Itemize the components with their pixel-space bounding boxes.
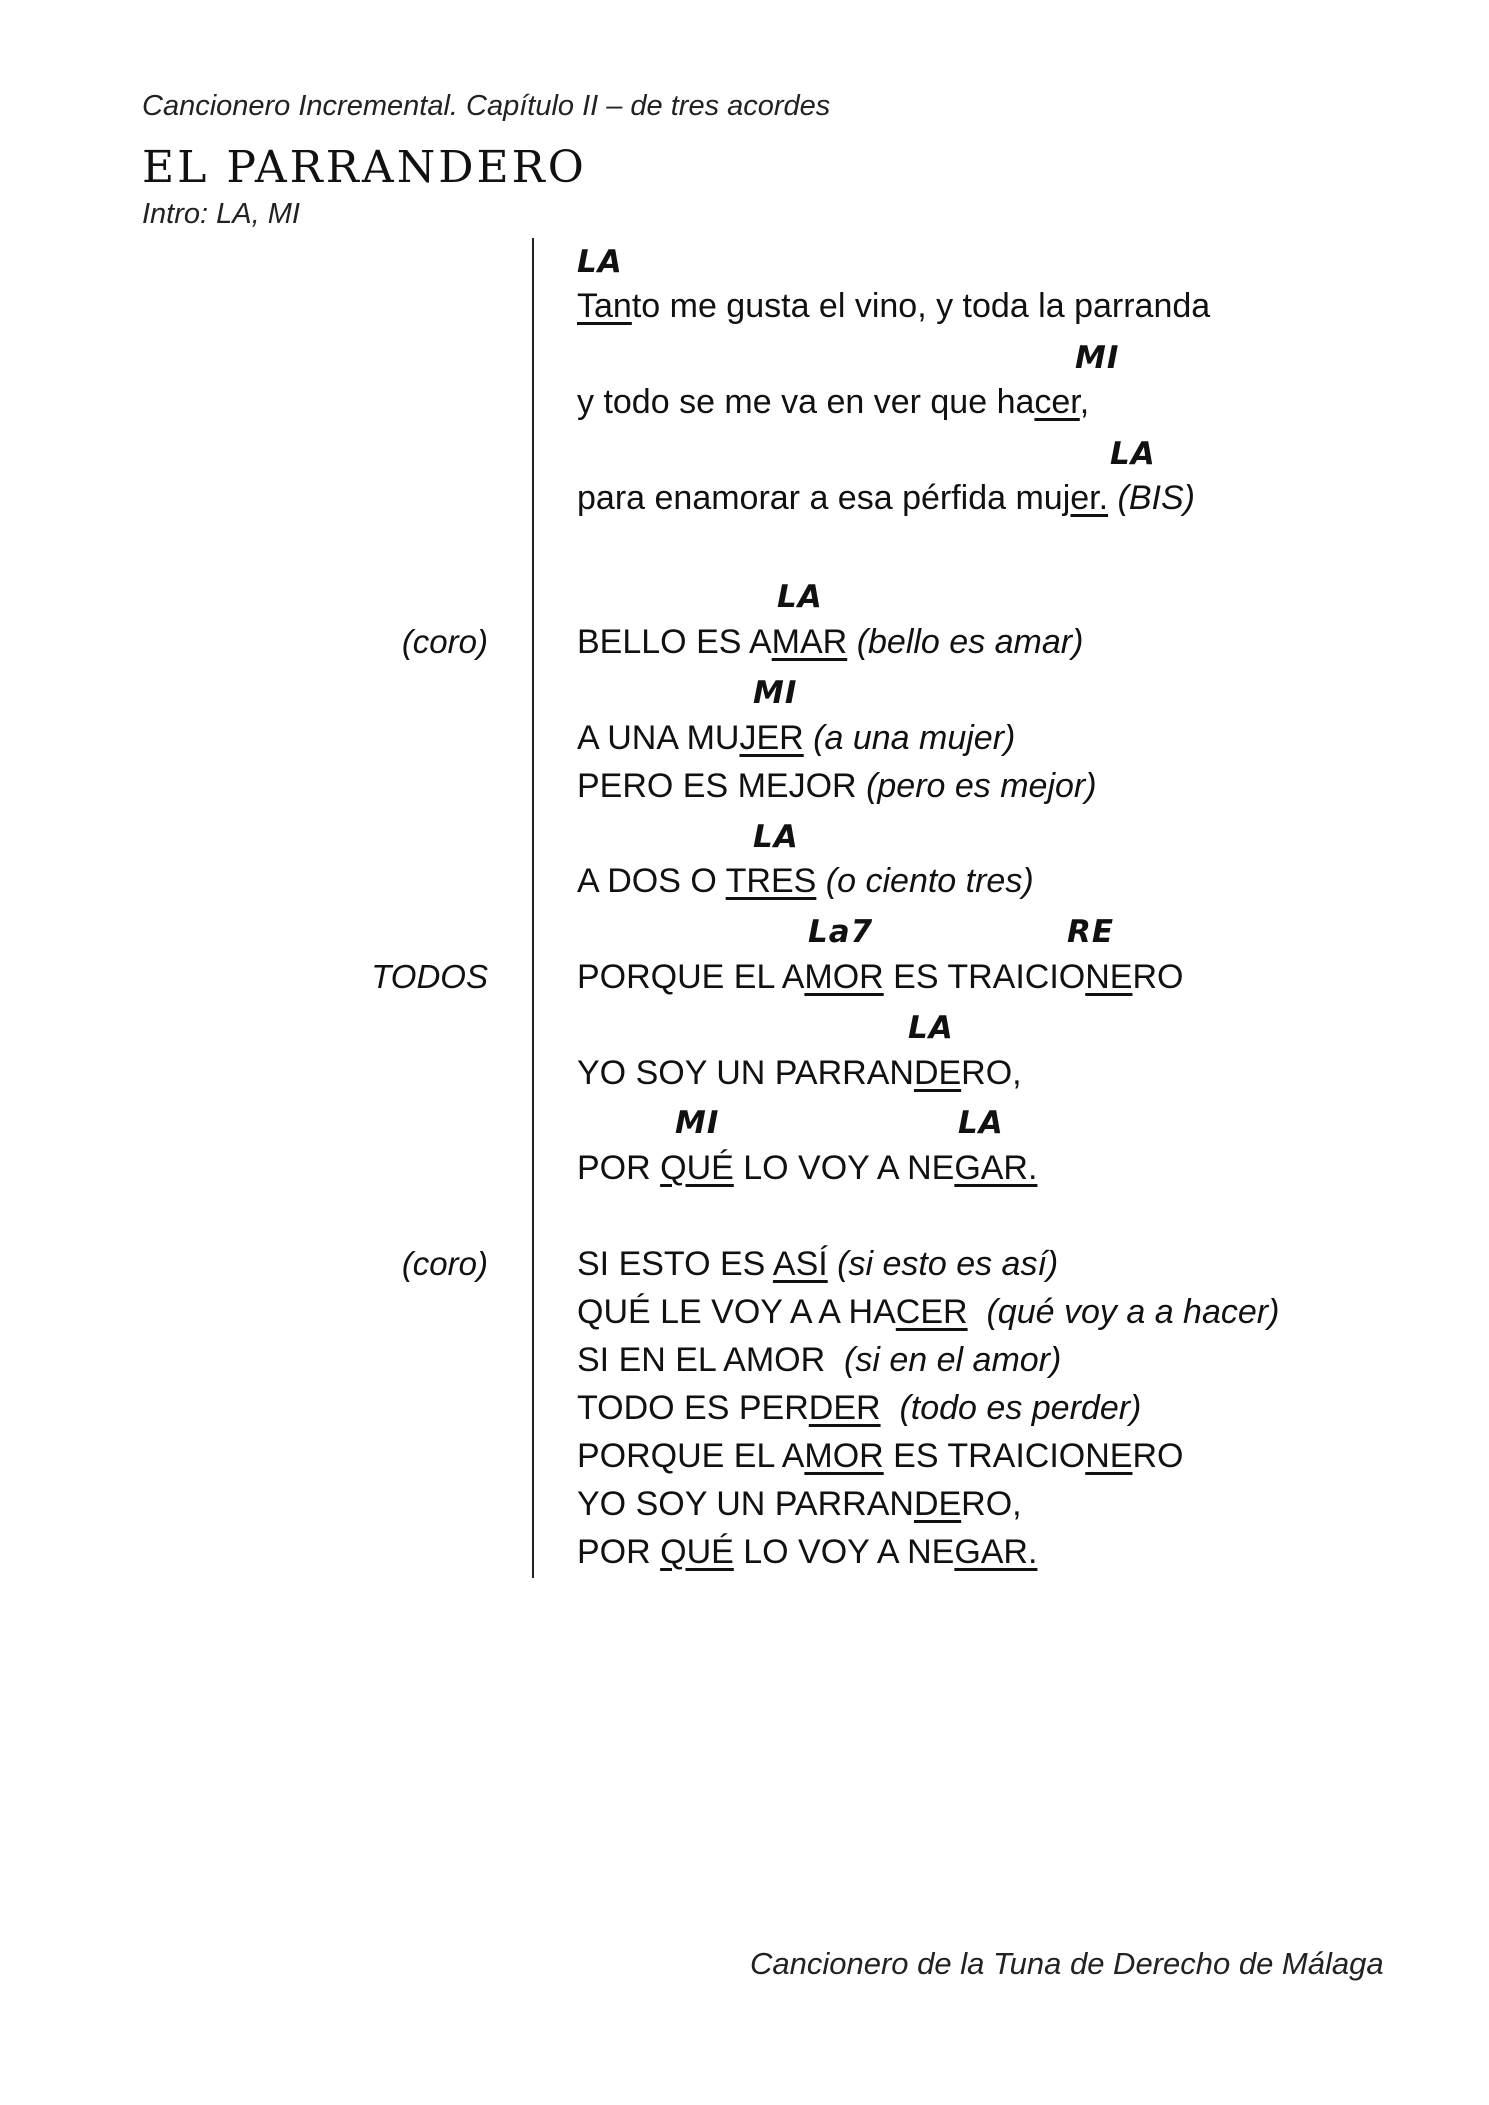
lyric-line: BELLO ES AMAR (bello es amar) (577, 623, 1083, 662)
song-title: EL PARRANDERO (142, 142, 587, 193)
lyric-text: to me gusta el vino, y toda la parranda (631, 287, 1211, 325)
page-footer: Cancionero de la Tuna de Derecho de Mála… (750, 1946, 1384, 1981)
lyric-echo: (si esto es así) (837, 1245, 1059, 1283)
intro-chords: Intro: LA, MI (142, 198, 300, 230)
lyric-text: SI EN EL AMOR (577, 1341, 845, 1379)
lyric-stressed: GAR. (954, 1533, 1038, 1571)
lyric-stressed: jer. (1062, 479, 1109, 517)
lyric-text: PERO ES MEJOR (577, 767, 867, 805)
lyric-text (1108, 479, 1117, 517)
lyric-text (804, 719, 813, 757)
lyric-text: LO VOY A NE (733, 1533, 955, 1571)
lyric-echo: (o ciento tres) (825, 862, 1034, 900)
lyric-line: PERO ES MEJOR (pero es mejor) (577, 767, 1097, 806)
chord: LA (753, 819, 799, 855)
lyric-text: A DOS O (577, 862, 726, 900)
lyric-text (968, 1293, 987, 1331)
lyric-stressed: NE (1085, 1437, 1133, 1475)
lyric-line: SI ESTO ES ASÍ (si esto es así) (577, 1245, 1058, 1284)
lyric-text: y todo se me va en ver que ha (577, 383, 1035, 421)
side-label-coro: (coro) (401, 1245, 488, 1282)
lyric-echo: (qué voy a a hacer) (986, 1293, 1280, 1331)
lyric-line: Tanto me gusta el vino, y toda la parran… (577, 287, 1210, 326)
lyric-echo: (bello es amar) (856, 623, 1084, 661)
lyric-text: ES TRAICIO (883, 958, 1086, 996)
column-divider (532, 238, 534, 1578)
lyric-text: SI ESTO ES (577, 1245, 773, 1283)
lyric-text (881, 1389, 900, 1427)
lyric-stressed: TRES (725, 862, 817, 900)
chord: RE (1067, 914, 1115, 950)
lyric-text: RO, (961, 1485, 1022, 1523)
lyric-echo: (a una mujer) (813, 719, 1016, 757)
lyric-line: A UNA MUJER (a una mujer) (577, 719, 1015, 758)
lyric-stressed: MOR (804, 958, 884, 996)
lyric-text: POR (577, 1149, 661, 1187)
lyric-stressed: MAR (771, 623, 848, 661)
chord: MI (753, 675, 798, 711)
chord: La7 (808, 914, 874, 950)
lyric-text: YO SOY UN PARRAN (577, 1054, 914, 1092)
lyric-stressed: GAR. (954, 1149, 1038, 1187)
lyric-text: para enamorar a esa pérfida mu (577, 479, 1063, 517)
lyric-stressed: MOR (804, 1437, 884, 1475)
lyric-text: QUÉ LE VOY A A HA (577, 1293, 896, 1331)
chord: LA (777, 579, 823, 615)
lyric-line: POR QUÉ LO VOY A NEGAR. (577, 1149, 1037, 1188)
lyric-echo: (todo es perder) (899, 1389, 1142, 1427)
lyric-text: , (1079, 383, 1090, 421)
lyric-line: YO SOY UN PARRANDERO, (577, 1054, 1022, 1093)
lyric-stressed: NE (1085, 958, 1133, 996)
lyric-stressed: cer (1034, 383, 1080, 421)
book-header: Cancionero Incremental. Capítulo II – de… (142, 90, 831, 122)
chord: LA (1110, 436, 1156, 472)
lyric-text: LO VOY A NE (733, 1149, 955, 1187)
lyric-stressed: CER (895, 1293, 968, 1331)
lyric-text (847, 623, 856, 661)
lyric-text: TODO ES PER (577, 1389, 809, 1427)
lyric-text: RO, (961, 1054, 1022, 1092)
lyric-line: para enamorar a esa pérfida mujer. (BIS) (577, 479, 1195, 518)
lyric-text: RO (1132, 958, 1184, 996)
lyric-text: POR (577, 1533, 661, 1571)
lyric-line: YO SOY UN PARRANDERO, (577, 1485, 1022, 1524)
side-label-coro: (coro) (401, 623, 488, 660)
lyric-echo: (pero es mejor) (866, 767, 1097, 805)
lyric-stressed: Tan (577, 287, 632, 325)
side-label-todos: TODOS (371, 958, 488, 995)
chord: LA (958, 1105, 1004, 1141)
chord: LA (908, 1010, 954, 1046)
lyric-echo: (si en el amor) (844, 1341, 1062, 1379)
lyric-text (816, 862, 825, 900)
chord: MI (1075, 340, 1120, 376)
lyric-text: YO SOY UN PARRAN (577, 1485, 914, 1523)
lyric-stressed: JER (739, 719, 804, 757)
lyric-repeat-note: (BIS) (1117, 479, 1195, 517)
lyric-stressed: DER (808, 1389, 881, 1427)
lyric-line: A DOS O TRES (o ciento tres) (577, 862, 1034, 901)
lyric-line: TODO ES PERDER (todo es perder) (577, 1389, 1141, 1428)
lyric-text: A UNA MU (577, 719, 740, 757)
lyric-stressed: DE (913, 1485, 962, 1523)
lyric-text (828, 1245, 837, 1283)
chord: MI (675, 1105, 720, 1141)
lyric-text: BELLO ES A (577, 623, 772, 661)
lyric-line: y todo se me va en ver que hacer, (577, 383, 1089, 422)
lyric-text: PORQUE EL A (577, 1437, 805, 1475)
lyric-line: PORQUE EL AMOR ES TRAICIONERO (577, 958, 1183, 997)
lyric-line: SI EN EL AMOR (si en el amor) (577, 1341, 1061, 1380)
lyric-line: POR QUÉ LO VOY A NEGAR. (577, 1533, 1037, 1572)
lyric-text: ES TRAICIO (883, 1437, 1086, 1475)
lyric-stressed: QUÉ (660, 1149, 734, 1187)
lyric-text: PORQUE EL A (577, 958, 805, 996)
lyric-stressed: DE (913, 1054, 962, 1092)
lyric-stressed: ASÍ (772, 1245, 828, 1283)
lyric-line: QUÉ LE VOY A A HACER (qué voy a a hacer) (577, 1293, 1279, 1332)
lyric-stressed: QUÉ (660, 1533, 734, 1571)
chord: LA (577, 244, 623, 280)
lyric-text: RO (1132, 1437, 1184, 1475)
lyric-line: PORQUE EL AMOR ES TRAICIONERO (577, 1437, 1183, 1476)
